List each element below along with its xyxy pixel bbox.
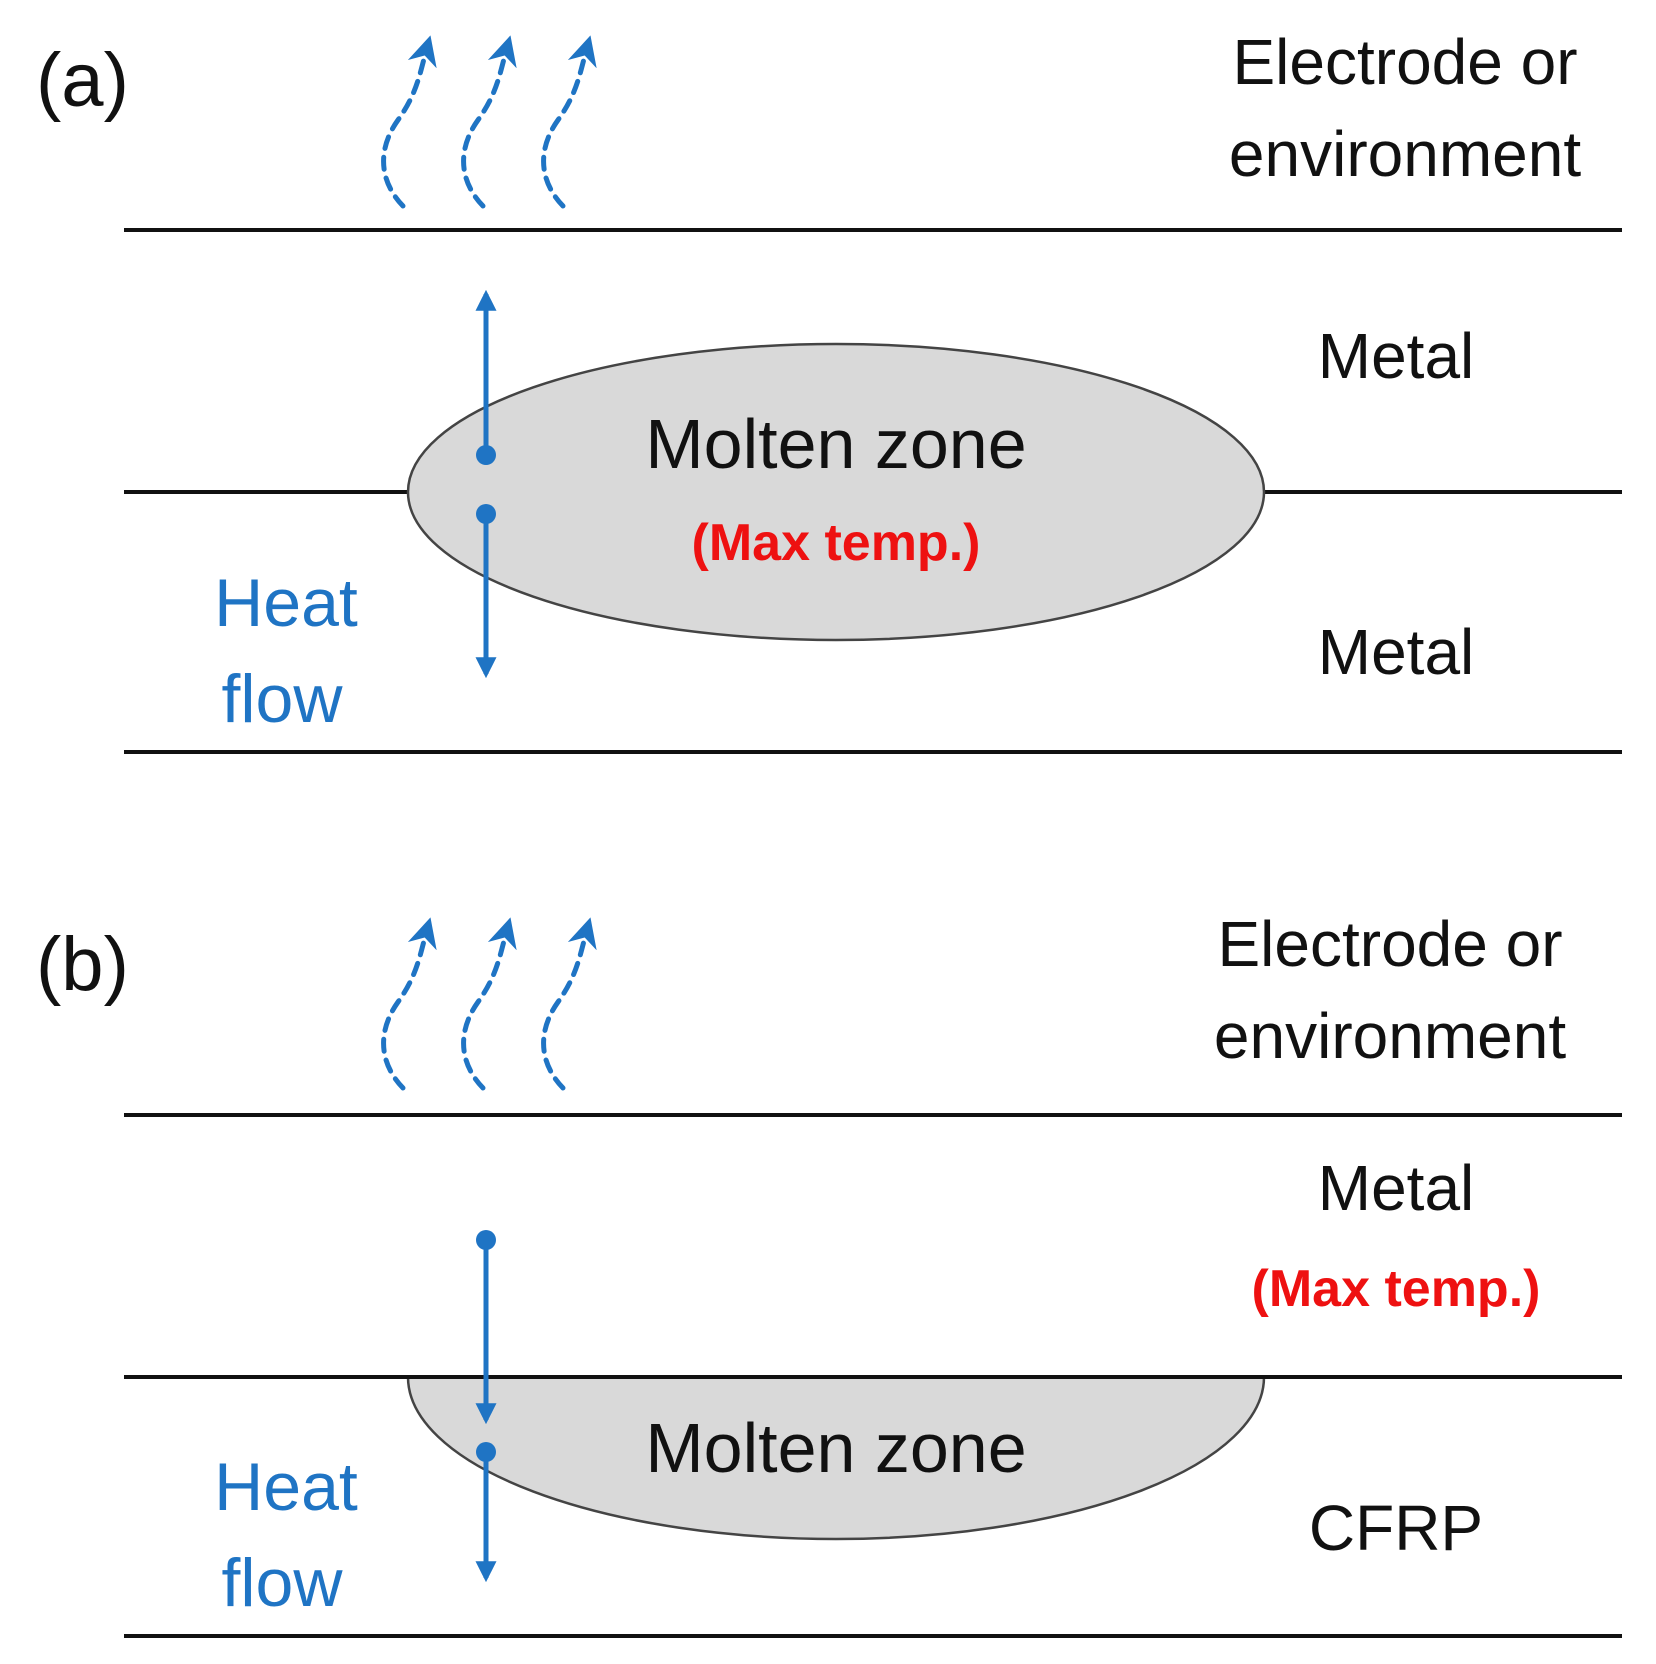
panel-a: (a) Electrode or environment Molten zone… bbox=[36, 26, 1622, 754]
heat-flow-origin-icon bbox=[476, 445, 496, 465]
panel-b: (b) Electrode or environment Molten zone… bbox=[36, 908, 1622, 1638]
wavy-dashed-arrow-icon bbox=[541, 917, 597, 1091]
panel-b-label: (b) bbox=[36, 922, 129, 1007]
wavy-dashed-arrow-icon bbox=[461, 917, 517, 1091]
panel-b-molten-zone-label: Molten zone bbox=[645, 1409, 1026, 1487]
panel-b-heat-radiation bbox=[381, 917, 597, 1091]
heat-flow-origin-icon bbox=[476, 504, 496, 524]
panel-a-molten-zone-label: Molten zone bbox=[645, 405, 1026, 483]
wavy-dashed-arrow-icon bbox=[461, 35, 517, 209]
panel-a-top-region-label: Electrode or environment bbox=[1229, 26, 1581, 190]
top-region-line-2: environment bbox=[1229, 118, 1581, 190]
top-region-line-1: Electrode or bbox=[1217, 908, 1562, 980]
panel-b-top-region-label: Electrode or environment bbox=[1214, 908, 1566, 1072]
panel-b-upper-layer-label: Metal bbox=[1318, 1152, 1475, 1224]
panel-a-heat-radiation bbox=[381, 35, 597, 209]
panel-a-max-temp-label: (Max temp.) bbox=[692, 514, 981, 572]
wavy-dashed-arrow-icon bbox=[381, 35, 437, 209]
heat-flow-line-2: flow bbox=[222, 1545, 344, 1621]
heat-flow-line-1: Heat bbox=[214, 1449, 358, 1525]
top-region-line-1: Electrode or bbox=[1232, 26, 1577, 98]
panel-b-heat-flow-label: Heat flow bbox=[214, 1449, 358, 1621]
panel-a-heat-flow-arrows bbox=[475, 289, 497, 679]
panel-b-molten-zone bbox=[406, 1375, 1266, 1541]
panel-a-molten-zone bbox=[406, 342, 1266, 642]
panel-a-upper-layer-label: Metal bbox=[1318, 320, 1475, 392]
wavy-dashed-arrow-icon bbox=[541, 35, 597, 209]
heat-flow-origin-icon bbox=[476, 1230, 496, 1250]
heat-flow-line-1: Heat bbox=[214, 565, 358, 641]
top-region-line-2: environment bbox=[1214, 1000, 1566, 1072]
heat-flow-line-2: flow bbox=[222, 661, 344, 737]
wavy-dashed-arrow-icon bbox=[381, 917, 437, 1091]
panel-a-heat-flow-label: Heat flow bbox=[214, 565, 358, 737]
heat-flow-origin-icon bbox=[476, 1442, 496, 1462]
panel-b-max-temp-label: (Max temp.) bbox=[1252, 1260, 1541, 1318]
panel-b-lower-layer-label: CFRP bbox=[1309, 1492, 1483, 1564]
panel-a-lower-layer-label: Metal bbox=[1318, 616, 1475, 688]
panel-b-heat-flow-arrows bbox=[475, 1230, 497, 1583]
panel-a-label: (a) bbox=[36, 38, 129, 123]
